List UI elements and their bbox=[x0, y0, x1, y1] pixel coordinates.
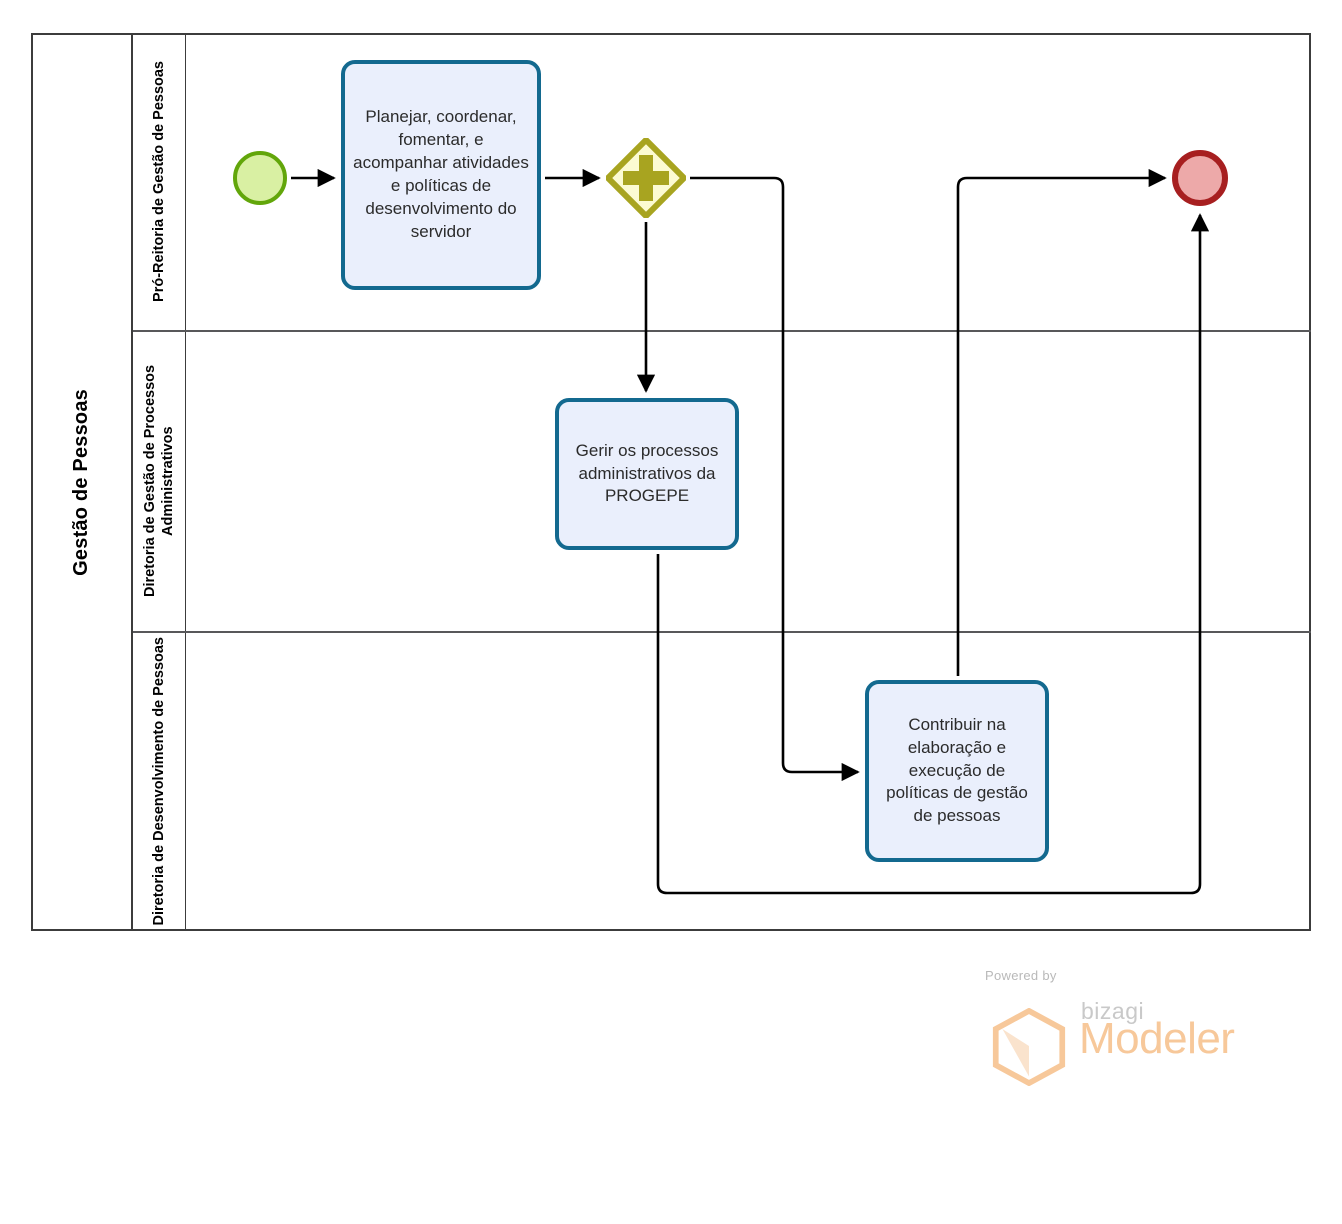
watermark-brand-label: bizagi bbox=[1081, 998, 1145, 1024]
watermark-product-label: Modeler bbox=[1079, 1014, 1235, 1063]
bizagi-watermark: Powered by bizagi Modeler bbox=[985, 968, 1255, 1086]
watermark-powered-by-label: Powered by bbox=[985, 968, 1057, 983]
task-contribuir-elaboracao-execucao[interactable]: Contribuir na elaboração e execução de p… bbox=[865, 680, 1049, 862]
task-gerir-processos-administrativos[interactable]: Gerir os processos administrativos da PR… bbox=[555, 398, 739, 550]
start-event[interactable] bbox=[233, 151, 287, 205]
bizagi-hexagon-logo bbox=[992, 1008, 1066, 1086]
lane-header-desenvolvimento[interactable]: Diretoria de Desenvolvimento de Pessoas bbox=[133, 631, 186, 931]
lane-label-gestao-processos: Diretoria de Gestão de Processos Adminis… bbox=[141, 364, 176, 597]
pool-title: Gestão de Pessoas bbox=[31, 33, 133, 931]
lane-label-desenvolvimento: Diretoria de Desenvolvimento de Pessoas bbox=[150, 636, 167, 926]
parallel-plus-icon bbox=[623, 155, 669, 201]
lane-divider-1 bbox=[133, 330, 1311, 332]
parallel-gateway[interactable] bbox=[606, 138, 686, 218]
lane-label-pro-reitoria: Pró-Reitoria de Gestão de Pessoas bbox=[150, 61, 167, 302]
lane-divider-2 bbox=[133, 631, 1311, 633]
lane-header-gestao-processos[interactable]: Diretoria de Gestão de Processos Adminis… bbox=[133, 330, 186, 631]
lane-header-pro-reitoria[interactable]: Pró-Reitoria de Gestão de Pessoas bbox=[133, 33, 186, 330]
pool-title-label: Gestão de Pessoas bbox=[69, 388, 92, 576]
end-event[interactable] bbox=[1172, 150, 1228, 206]
task-planejar-coordenar-fomentar[interactable]: Planejar, coordenar, fomentar, e acompan… bbox=[341, 60, 541, 290]
